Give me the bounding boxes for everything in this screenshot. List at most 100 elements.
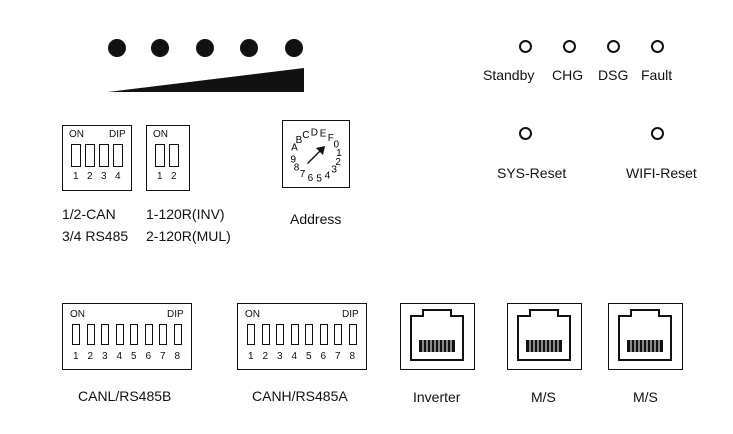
dial-char: F xyxy=(328,133,334,144)
dip8l-num-1: 1 xyxy=(73,351,79,362)
dial-char: B xyxy=(296,135,303,146)
standby-label: Standby xyxy=(483,67,535,83)
dip8r-toggle-6[interactable] xyxy=(319,324,328,345)
rj45-port-icon xyxy=(410,309,464,361)
dip4-num-3: 3 xyxy=(101,171,107,182)
dip8r-toggle-4[interactable] xyxy=(290,324,299,345)
address-label: Address xyxy=(290,211,342,227)
dip-switch-4[interactable]: ON DIP 1 2 3 4 xyxy=(62,125,132,191)
dial-arrow-icon xyxy=(307,146,325,164)
dial-char: 9 xyxy=(291,155,297,166)
dip8l-toggle-5[interactable] xyxy=(130,324,138,345)
dip4-desc-line2: 3/4 RS485 xyxy=(62,228,129,244)
wifi-reset-label: WIFI-Reset xyxy=(626,165,697,181)
dip8l-num-5: 5 xyxy=(131,351,137,362)
chg-label: CHG xyxy=(552,67,584,83)
dip4-dip-label: DIP xyxy=(109,129,126,140)
fault-led xyxy=(651,40,664,53)
dial-char: 5 xyxy=(316,173,322,184)
chg-led xyxy=(563,40,576,53)
dip8l-num-4: 4 xyxy=(116,351,123,362)
ms-port-2-label: M/S xyxy=(633,389,658,405)
dial-char: 8 xyxy=(294,163,300,174)
soc-dot-2 xyxy=(151,39,169,57)
dial-char: 4 xyxy=(325,170,331,181)
wifi-reset-button[interactable] xyxy=(651,127,664,140)
dip2-desc-line1: 1-120R(INV) xyxy=(146,206,225,222)
soc-dot-4 xyxy=(240,39,258,57)
soc-dot-3 xyxy=(196,39,214,57)
dip8r-num-7: 7 xyxy=(335,351,341,362)
dial-char: 2 xyxy=(335,157,341,168)
dial-char: 3 xyxy=(331,165,337,176)
dip8l-toggle-7[interactable] xyxy=(159,324,167,345)
dip8r-toggle-7[interactable] xyxy=(334,324,342,345)
ms-port-1[interactable] xyxy=(507,303,582,370)
ms-port-1-label: M/S xyxy=(531,389,556,405)
dip8l-toggle-8[interactable] xyxy=(173,324,182,345)
dip8l-toggle-2[interactable] xyxy=(86,324,95,345)
dip4-toggle-4[interactable] xyxy=(113,144,123,167)
dip8l-num-8: 8 xyxy=(174,351,181,362)
dsg-led xyxy=(607,40,620,53)
dip8r-num-4: 4 xyxy=(291,351,298,362)
dial-char: D xyxy=(311,128,318,139)
rj45-port-icon xyxy=(618,309,672,361)
canh-rs485a-label: CANH/RS485A xyxy=(252,388,348,404)
dip4-on-label: ON xyxy=(69,129,84,140)
sys-reset-button[interactable] xyxy=(519,127,532,140)
dip4-num-2: 2 xyxy=(87,171,93,182)
dip8l-toggle-4[interactable] xyxy=(115,324,124,345)
dip4-num-1: 1 xyxy=(73,171,79,182)
dip4-toggle-1[interactable] xyxy=(71,144,81,167)
dip8l-toggle-3[interactable] xyxy=(101,324,109,345)
dial-char: 1 xyxy=(336,148,342,159)
ms-port-2[interactable] xyxy=(608,303,683,370)
dip8r-num-6: 6 xyxy=(320,351,327,362)
dip8r-toggle-2[interactable] xyxy=(261,324,270,345)
dip8r-toggle-8[interactable] xyxy=(348,324,357,345)
soc-dot-1 xyxy=(108,39,126,57)
dip4-toggle-3[interactable] xyxy=(99,144,109,167)
dip2-toggle-2[interactable] xyxy=(169,144,179,167)
dip8r-on-label: ON xyxy=(245,309,260,320)
dip8r-num-8: 8 xyxy=(349,351,356,362)
dip2-toggle-1[interactable] xyxy=(155,144,165,167)
dip8l-num-2: 2 xyxy=(87,351,94,362)
dip8r-toggle-1[interactable] xyxy=(247,324,255,345)
sys-reset-label: SYS-Reset xyxy=(497,165,567,181)
rj45-port-icon xyxy=(517,309,571,361)
dip2-num-1: 1 xyxy=(157,171,163,182)
soc-dot-5 xyxy=(285,39,303,57)
dip8r-num-2: 2 xyxy=(262,351,269,362)
soc-level-wedge xyxy=(108,68,304,92)
dip8r-num-3: 3 xyxy=(277,351,283,362)
dsg-label: DSG xyxy=(598,67,629,83)
dip8r-toggle-5[interactable] xyxy=(305,324,313,345)
dip8r-num-5: 5 xyxy=(306,351,312,362)
dial-char: 7 xyxy=(300,169,306,180)
dip2-num-2: 2 xyxy=(171,171,177,182)
dip8r-toggle-3[interactable] xyxy=(276,324,284,345)
dip8l-num-6: 6 xyxy=(145,351,152,362)
dip2-desc-line2: 2-120R(MUL) xyxy=(146,228,231,244)
inverter-port[interactable] xyxy=(400,303,475,370)
dip8l-toggle-6[interactable] xyxy=(144,324,153,345)
dip4-toggle-2[interactable] xyxy=(85,144,95,167)
fault-label: Fault xyxy=(641,67,673,83)
canl-rs485b-label: CANL/RS485B xyxy=(78,388,172,404)
dip8l-toggle-1[interactable] xyxy=(72,324,80,345)
standby-led xyxy=(519,40,532,53)
dip2-on-label: ON xyxy=(153,129,168,140)
dial-char: 6 xyxy=(308,173,314,184)
dial-char: E xyxy=(320,129,327,140)
dip4-desc-line1: 1/2-CAN xyxy=(62,206,116,222)
dip8l-on-label: ON xyxy=(70,309,85,320)
dip8l-dip-label: DIP xyxy=(167,309,184,320)
dip8r-dip-label: DIP xyxy=(342,309,359,320)
dip-switch-2[interactable]: ON 1 2 xyxy=(146,125,190,191)
